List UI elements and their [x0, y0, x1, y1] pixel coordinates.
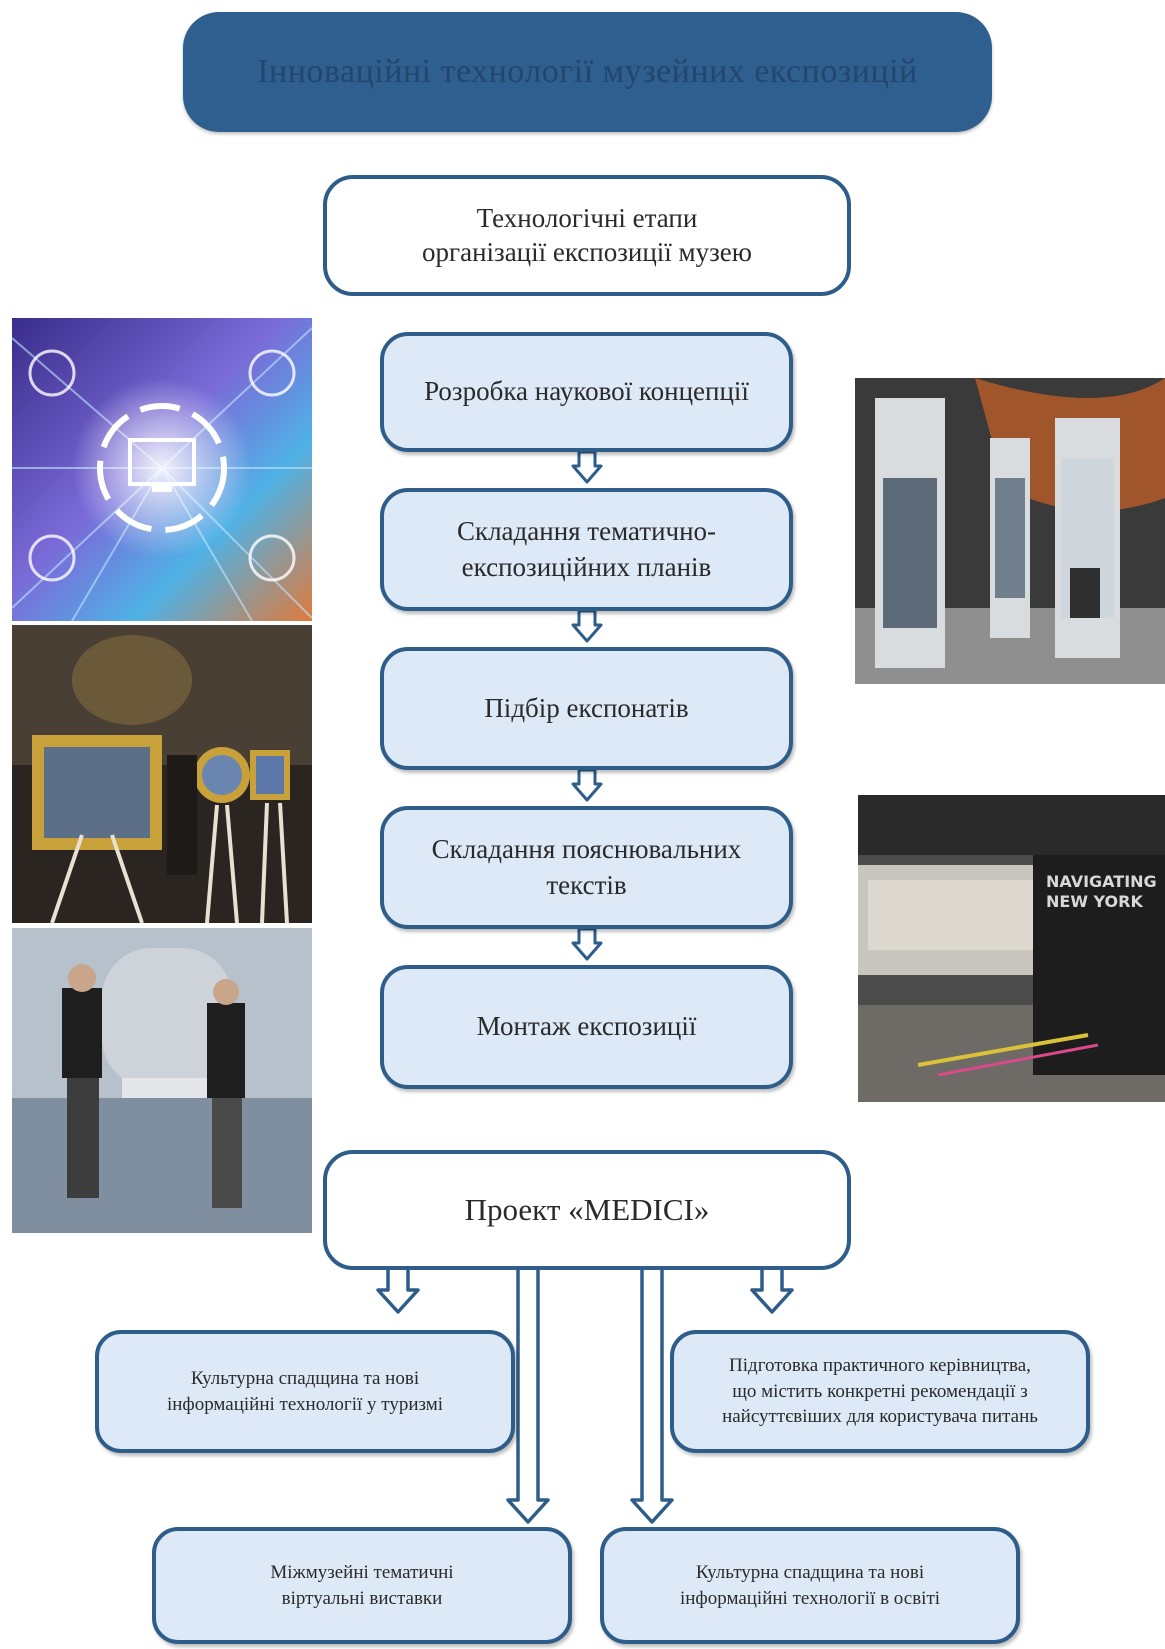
photo-paintings-gallery — [12, 625, 312, 923]
step-box: Розробка наукової концепції — [380, 332, 793, 452]
step-box: Складання пояснювальних текстів — [380, 806, 793, 929]
arrow-step-1-2 — [571, 450, 603, 484]
stages-header-box: Технологічні етапи організації експозиці… — [323, 175, 851, 296]
arrow-project-outcome-3 — [506, 1262, 550, 1524]
photo-exhibit-stands — [855, 378, 1165, 684]
photo-navigating-new-york: NAVIGATING NEW YORK — [858, 795, 1165, 1102]
diagram-title-text: Інноваційні технології музейних експозиц… — [257, 53, 918, 90]
step-box: Підбір експонатів — [380, 647, 793, 770]
step-text: Монтаж експозиції — [476, 1011, 697, 1042]
outcome-text: Культурна спадщина та нові інформаційні … — [679, 1561, 941, 1609]
arrow-project-outcome-4 — [630, 1262, 674, 1524]
arrow-step-2-3 — [571, 609, 603, 643]
step-text: Складання пояснювальних текстів — [431, 834, 742, 900]
outcome-box: Культурна спадщина та нові інформаційні … — [95, 1330, 515, 1453]
outcome-text: Культурна спадщина та нові інформаційні … — [166, 1367, 444, 1415]
outcome-text: Міжмузейні тематичні віртуальні виставки — [270, 1561, 454, 1609]
photo-installation-workers — [12, 928, 312, 1233]
project-title: Проект «MEDICI» — [464, 1191, 710, 1227]
outcome-box: Міжмузейні тематичні віртуальні виставки — [152, 1527, 572, 1644]
arrow-project-outcome-1 — [376, 1264, 420, 1314]
outcome-text: Підготовка практичного керівництва, що м… — [722, 1355, 1038, 1428]
step-text: Розробка наукової концепції — [424, 376, 749, 407]
outcome-box: Культурна спадщина та нові інформаційні … — [600, 1527, 1020, 1644]
arrow-step-4-5 — [571, 927, 603, 961]
step-text: Підбір експонатів — [484, 692, 689, 723]
project-box: Проект «MEDICI» — [323, 1150, 851, 1270]
photo-digital-technology — [12, 318, 312, 621]
arrow-project-outcome-2 — [750, 1264, 794, 1314]
stages-header-text: Технологічні етапи організації експозиці… — [422, 202, 752, 267]
exhibit-sign-line-2: NEW YORK — [1046, 892, 1143, 911]
step-box: Монтаж експозиції — [380, 965, 793, 1089]
step-text: Складання тематично- експозиційних плані… — [456, 516, 717, 582]
exhibit-sign-line-1: NAVIGATING — [1046, 872, 1157, 891]
diagram-title: Інноваційні технології музейних експозиц… — [183, 12, 992, 132]
outcome-box: Підготовка практичного керівництва, що м… — [670, 1330, 1090, 1453]
arrow-step-3-4 — [571, 768, 603, 802]
step-box: Складання тематично- експозиційних плані… — [380, 488, 793, 611]
